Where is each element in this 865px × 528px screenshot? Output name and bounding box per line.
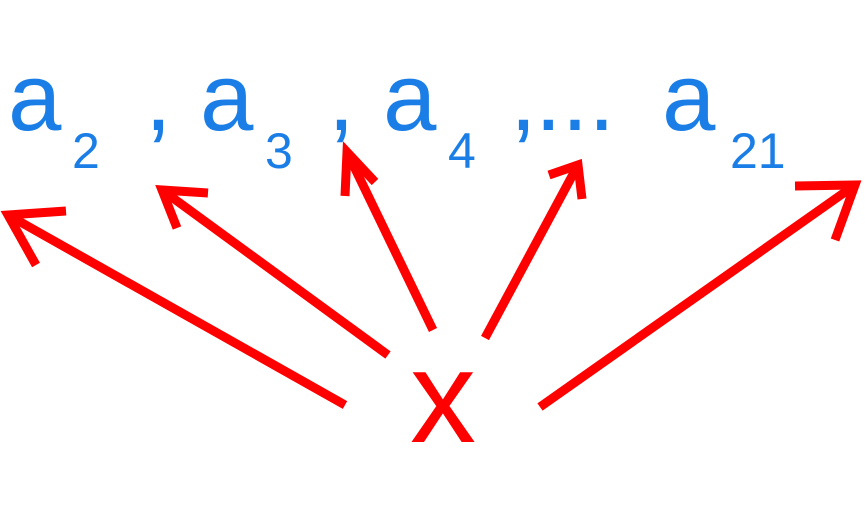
sequence: a 2 , a 3 , a 4 , ... a 21 [8,44,786,179]
arrow-to-a21 [537,180,862,411]
arrows [0,141,862,411]
source-x-label: x [410,323,476,470]
ellipsis: ... [535,44,615,151]
comma-1: , [145,44,172,151]
arrow-to-a2 [0,206,348,409]
term-a2-subscript: 2 [72,123,100,179]
term-a21-subscript: 21 [730,123,786,179]
comma-2: , [328,44,355,151]
arrow-to-a3 [155,185,391,359]
arrow-to-ellipsis [481,158,587,341]
term-a3-subscript: 3 [265,123,293,179]
comma-3: , [510,44,537,151]
arrow-to-a4 [340,141,438,332]
term-a4-letter: a [383,44,437,151]
term-a3-letter: a [200,44,254,151]
term-a4-subscript: 4 [448,123,476,179]
term-a21-letter: a [662,44,716,151]
term-a2-letter: a [8,44,62,151]
